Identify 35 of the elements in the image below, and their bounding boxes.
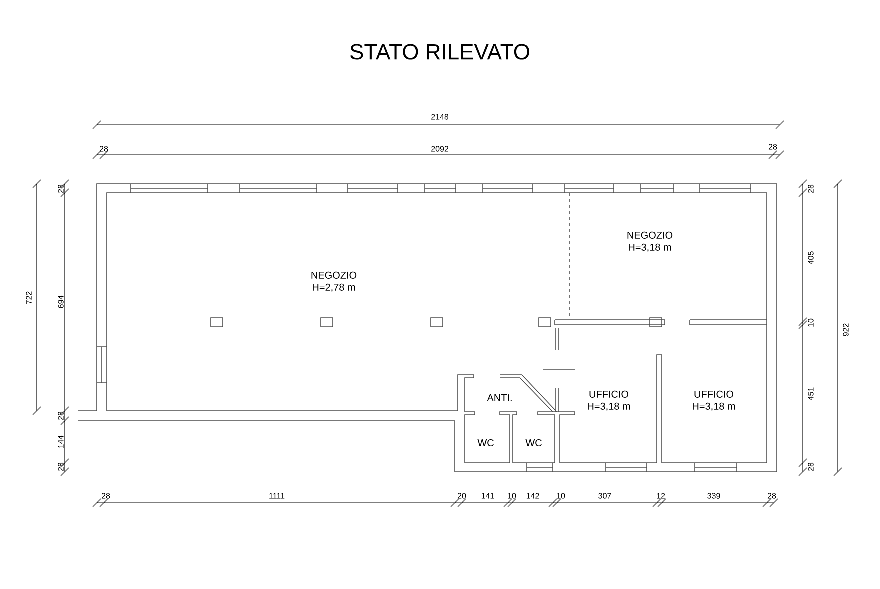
dimension-label: 10	[557, 493, 566, 499]
dimension-label: 28	[808, 462, 814, 472]
dimension-label: 339	[708, 493, 720, 499]
dimension-label: 694	[58, 296, 64, 308]
dimension-label: 144	[58, 436, 64, 448]
dimension-label: 28	[768, 493, 776, 499]
dimension-label: 922	[843, 324, 849, 336]
dimension-label: 10	[508, 493, 516, 499]
dimension-label: 28	[808, 184, 814, 194]
room-label: ANTI.	[487, 394, 512, 402]
dimension-label: 12	[657, 493, 666, 499]
room-label: WC	[478, 439, 494, 447]
dimension-label: 28	[58, 184, 64, 194]
room-label: UFFICIO H=3,18 m	[588, 390, 630, 412]
dimension-label: 28	[58, 412, 64, 420]
dimension-label: 2092	[432, 146, 448, 152]
dimension-label: 2148	[432, 114, 449, 120]
dimension-label: 28	[58, 462, 64, 472]
room-label: UFFICIO H=3,18 m	[693, 390, 736, 412]
dimension-label: 722	[26, 292, 32, 304]
dimension-label: 1111	[270, 493, 285, 499]
dimension-label: 28	[102, 493, 110, 499]
title: STATO RILEVATO	[350, 44, 530, 60]
dimension-label: 141	[482, 493, 494, 499]
dimension-label: 405	[808, 252, 814, 264]
dimension-label: 28	[100, 146, 108, 152]
dimension-label: 28	[768, 144, 778, 150]
dimension-label: 451	[808, 388, 814, 400]
room-label: NEGOZIO H=2,78 m	[312, 272, 357, 292]
dimension-label: 20	[458, 493, 466, 499]
dimension-label: 10	[808, 318, 814, 327]
room-label: WC	[526, 439, 542, 447]
room-label: NEGOZIO H=3,18 m	[628, 232, 673, 252]
dimension-label: 307	[598, 493, 612, 499]
dimension-label: 142	[526, 493, 540, 499]
